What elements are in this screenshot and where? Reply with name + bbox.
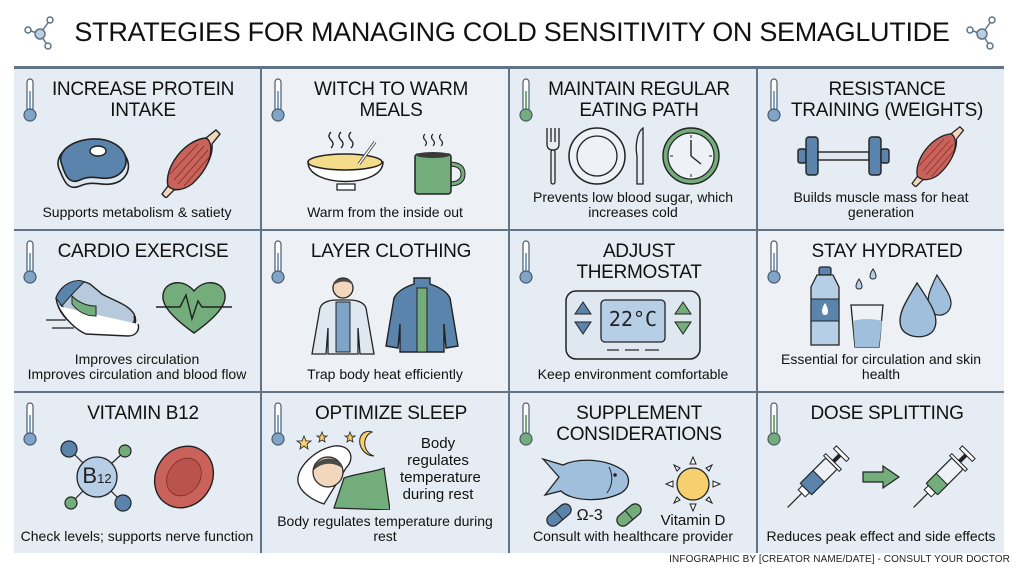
- soup-bowl-icon: [307, 131, 384, 191]
- card-title: CARDIO EXERCISE: [57, 241, 229, 262]
- card-increase-protein: INCREASE PROTEIN INTAKE Supports metabol…: [14, 69, 260, 229]
- thermometer-icon: [271, 240, 285, 284]
- sleep-side-text: Body regulates temperature during rest: [400, 435, 481, 503]
- card-title: INCREASE PROTEIN INTAKE: [51, 79, 235, 121]
- card-description: Body regulates temperature during rest: [277, 513, 493, 544]
- page-title: STRATEGIES FOR MANAGING COLD SENSITIVITY…: [74, 16, 950, 47]
- card-title: STAY HYDRATED: [811, 241, 963, 262]
- thermometer-icon: [767, 402, 781, 446]
- b12-molecule-icon: B12: [57, 437, 137, 517]
- glass-icon: [850, 268, 884, 348]
- card-resistance-training: RESISTANCE TRAINING (WEIGHTS) Builds mus…: [758, 69, 1004, 229]
- card-layer-clothing: LAYER CLOTHING Trap body heat efficientl…: [262, 231, 508, 391]
- card-title: VITAMIN B12: [87, 403, 199, 424]
- thermometer-icon: [767, 78, 781, 122]
- heart-pulse-icon: [156, 282, 232, 334]
- card-regular-eating: MAINTAIN REGULAR EATING PATH Prevents lo…: [510, 69, 756, 229]
- muscle-icon: [910, 125, 964, 187]
- fish-icon: [540, 457, 642, 527]
- card-description: Consult with healthcare provider: [533, 528, 733, 544]
- strategy-grid: INCREASE PROTEIN INTAKE Supports metabol…: [14, 66, 1004, 553]
- jacket-icon: [385, 276, 459, 353]
- sleeping-person-icon: [295, 430, 390, 510]
- steak-icon: [57, 137, 130, 188]
- knife-icon: [635, 126, 644, 185]
- thermometer-icon: [519, 78, 533, 122]
- arrow-right-icon: [862, 464, 901, 489]
- card-optimize-sleep: OPTIMIZE SLEEP Body regulates temperatur…: [262, 393, 508, 553]
- card-description: Builds muscle mass for heat generation: [793, 189, 969, 220]
- water-drops-icon: [899, 273, 952, 338]
- thermometer-icon: [23, 78, 37, 122]
- card-adjust-thermostat: ADJUST THERMOSTAT 22°C Keep environment …: [510, 231, 756, 391]
- card-dose-splitting: DOSE SPLITTING Reduces peak effect and s…: [758, 393, 1004, 553]
- fork-icon: [546, 127, 560, 185]
- card-title: LAYER CLOTHING: [310, 241, 472, 262]
- card-supplement-considerations: SUPPLEMENT CONSIDERATIONS Ω-3 Vitamin D …: [510, 393, 756, 553]
- card-description: Warm from the inside out: [307, 204, 463, 220]
- card-description: Trap body heat efficiently: [307, 366, 463, 382]
- plate-icon: [568, 126, 626, 185]
- card-title: SUPPLEMENT CONSIDERATIONS: [556, 403, 722, 445]
- thermometer-icon: [519, 240, 533, 284]
- clock-icon: [662, 126, 720, 185]
- thermostat-display: 22°C: [608, 307, 658, 331]
- vitamin-d: Vitamin D: [660, 456, 726, 529]
- card-description: Essential for circulation and skin healt…: [781, 351, 981, 382]
- thermometer-icon: [271, 78, 285, 122]
- thermometer-icon: [23, 240, 37, 284]
- mug-icon: [414, 133, 466, 195]
- card-title: ADJUST THERMOSTAT: [576, 241, 702, 283]
- molecule-icon: [966, 16, 996, 50]
- red-blood-cell-icon: [153, 445, 215, 508]
- syringe-icon: [787, 444, 850, 508]
- sun-icon: [665, 456, 721, 512]
- card-description: Prevents low blood sugar, which increase…: [533, 189, 733, 220]
- molecule-icon: [24, 16, 54, 50]
- dumbbell-icon: [796, 135, 890, 176]
- thermostat-icon: 22°C: [565, 290, 701, 360]
- card-title: WITCH TO WARM MEALS: [313, 79, 469, 121]
- card-title: MAINTAIN REGULAR EATING PATH: [548, 79, 730, 121]
- omega-label: Ω-3: [576, 507, 603, 524]
- card-description: Supports metabolism & satiety: [42, 204, 232, 220]
- card-description: Keep environment comfortable: [537, 366, 729, 382]
- footer-credit: INFOGRAPHIC BY [CREATOR NAME/DATE] - CON…: [669, 554, 1010, 565]
- card-description: Check levels; supports nerve function: [20, 528, 254, 544]
- header: STRATEGIES FOR MANAGING COLD SENSITIVITY…: [0, 0, 1024, 64]
- person-shirt-icon: [311, 276, 375, 355]
- card-title: DOSE SPLITTING: [810, 403, 964, 424]
- thermometer-icon: [23, 402, 37, 446]
- thermometer-icon: [767, 240, 781, 284]
- water-bottle-icon: [810, 266, 840, 346]
- running-shoe-icon: [46, 280, 140, 337]
- card-stay-hydrated: STAY HYDRATED Essential for circulation …: [758, 231, 1004, 391]
- card-title: RESISTANCE TRAINING (WEIGHTS): [791, 79, 983, 121]
- thermometer-icon: [519, 402, 533, 446]
- syringe-icon: [913, 444, 976, 508]
- vitamin-d-label: Vitamin D: [660, 512, 726, 529]
- card-warm-meals: WITCH TO WARM MEALS Warm from the inside…: [262, 69, 508, 229]
- card-title: OPTIMIZE SLEEP: [314, 403, 468, 424]
- card-description: Reduces peak effect and side effects: [766, 528, 996, 544]
- muscle-icon: [161, 129, 221, 198]
- thermometer-icon: [271, 402, 285, 446]
- card-vitamin-b12: VITAMIN B12 B12 Check levels; supports n…: [14, 393, 260, 553]
- fish-omega-icon: Ω-3: [540, 451, 651, 529]
